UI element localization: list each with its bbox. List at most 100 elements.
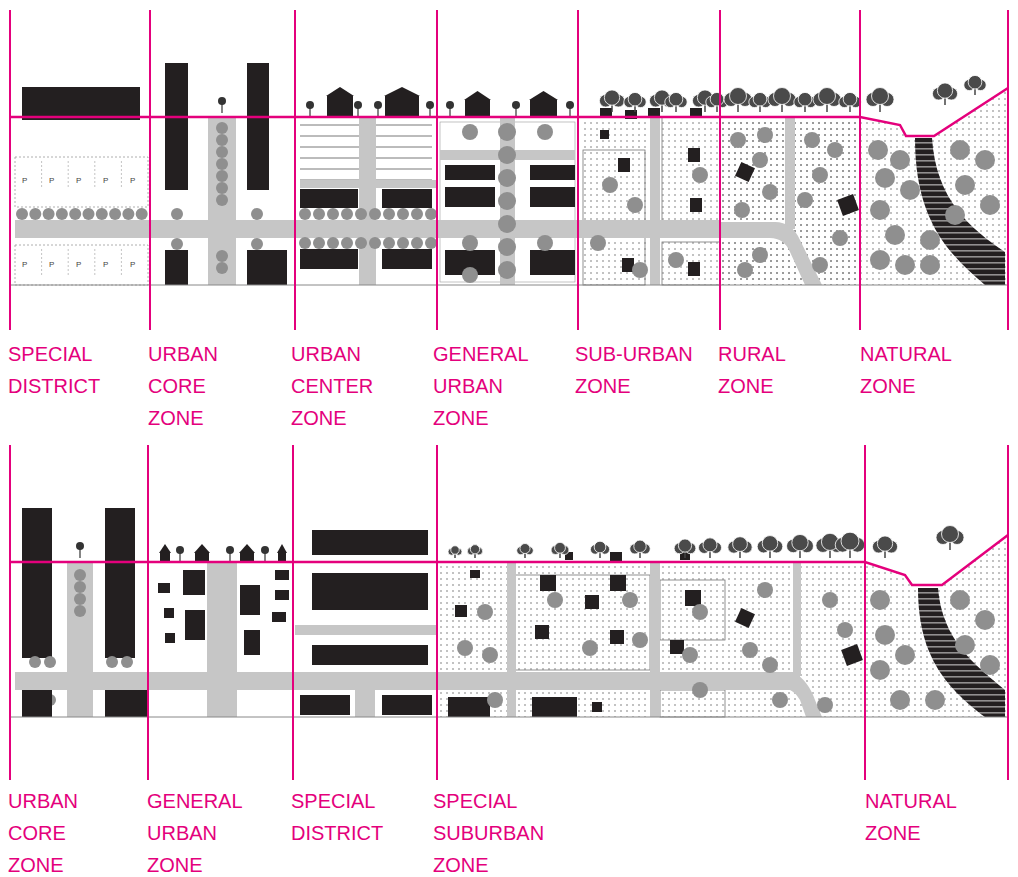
house [610,575,626,591]
building [530,187,575,207]
zone-label: GENERAL URBAN ZONE [147,785,245,877]
tree-canopy [69,208,81,220]
tree-canopy [44,656,56,668]
tree-canopy [870,660,890,680]
building [22,87,140,120]
tree-canopy [669,92,683,106]
tree-canopy [96,208,108,220]
dotted-ground [437,562,865,717]
parking-mark: P [21,176,28,185]
tree-canopy [411,237,423,249]
tower [22,508,52,658]
tree-canopy [752,152,768,168]
tree-canopy [895,645,915,665]
house [688,148,700,162]
lot-outline [515,575,650,670]
tree-canopy [446,101,454,109]
building [272,612,286,622]
tree-canopy [341,208,353,220]
natural-ground [860,88,1008,285]
tree-canopy [374,101,382,109]
tree-canopy [341,237,353,249]
tree-canopy [313,237,325,249]
tree-canopy [369,237,381,249]
tree-canopy [627,197,643,213]
tree-canopy [537,235,553,251]
tree-canopy [730,88,747,105]
tree-canopy [950,590,970,610]
tree-canopy [594,541,606,553]
house [610,630,624,644]
zone-divider [9,10,11,330]
house [670,640,684,654]
tree-canopy [498,261,516,279]
tree-canopy [498,238,516,256]
tree-canopy [383,237,395,249]
tree-canopy [176,546,184,554]
tree-canopy [757,582,773,598]
tree-canopy [772,692,788,708]
tree-canopy [43,208,55,220]
building [22,690,52,717]
tree-canopy [216,146,228,158]
house [592,702,602,712]
tree-canopy [83,208,95,220]
building [244,630,260,655]
house-roof [239,544,255,553]
building [445,187,495,207]
tree-canopy [216,170,228,182]
building [247,250,287,285]
tree-canopy [757,127,773,143]
zone-lines [10,10,1008,780]
zone-label: NATURAL ZONE [865,785,959,849]
street [793,562,801,674]
zone-label: URBAN CORE ZONE [8,785,81,877]
natural-ground [865,535,1008,717]
tree-canopy [632,632,648,648]
building [165,250,188,285]
tree-canopy [218,97,226,105]
curved-road [790,672,822,717]
house-roof [194,544,210,553]
tree-canopy [877,536,892,551]
house [195,553,209,562]
parking-mark: P [48,260,55,269]
tree-canopy [604,90,619,105]
house-roof [529,91,558,100]
tree-canopy [762,536,778,552]
house [685,590,701,606]
parking-stall [121,249,122,275]
building [312,645,428,665]
lot-outline [662,117,720,225]
building [105,690,148,717]
tree-canopy [216,194,228,206]
building [185,610,205,640]
tree-canopy [482,647,498,663]
tree-canopy [668,252,684,268]
tree-canopy [734,202,750,218]
tree-canopy [457,640,473,656]
tree-canopy [875,625,895,645]
street [208,117,236,285]
tree-canopy [797,192,813,208]
tree-canopy [692,604,708,620]
parking-mark: P [129,176,136,185]
tree-canopy [895,255,915,275]
tree-canopy [925,690,945,710]
tree-canopy [980,195,1000,215]
house [278,553,286,562]
tree-canopy [171,238,183,250]
curved-road [720,222,822,285]
building [300,695,350,715]
tree-canopy [692,682,708,698]
skyline-line [10,88,1008,136]
house [530,100,557,117]
parking-stall [121,161,122,187]
tree-canopy [678,539,691,552]
house [648,108,660,117]
tree-canopy [753,92,767,106]
parking-stall [41,161,42,187]
tree-canopy [955,175,975,195]
tree-canopy [470,545,479,554]
tree-canopy [968,75,982,89]
